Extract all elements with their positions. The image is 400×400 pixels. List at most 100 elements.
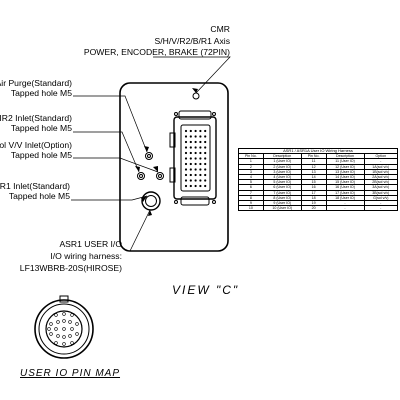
cmr-pin xyxy=(204,162,207,166)
table-cell: - xyxy=(325,205,365,212)
cmr-pin xyxy=(194,151,197,155)
cmr-pin xyxy=(199,135,202,138)
cmr-pin xyxy=(189,151,192,155)
view-label: VIEW "C" xyxy=(172,283,240,297)
air2-inlet-hole xyxy=(137,172,145,180)
cmr-axis-label: S/H/V/R2/B/R1 Axis xyxy=(154,36,230,46)
table-cell: 2B(sol v/v) xyxy=(363,179,399,186)
cmr-pin xyxy=(204,157,207,160)
table-cell: 2A(sol v/v) xyxy=(363,173,399,181)
cmr-pin xyxy=(184,135,188,138)
table-cell: 7 (User IO) xyxy=(262,189,302,196)
table-cell: - xyxy=(363,158,399,165)
cmr-pin xyxy=(199,140,202,144)
cmr-pin xyxy=(189,168,192,171)
sol-vv-inlet-hole xyxy=(156,172,164,180)
table-cell: 1B(sol v/v) xyxy=(363,168,399,176)
cmr-pin xyxy=(204,151,207,155)
asr1-title: ASR1 USER I/O xyxy=(59,239,122,249)
table-cell: 10 (User IO) xyxy=(262,205,302,212)
cmr-pin xyxy=(189,184,192,188)
wiring-harness-table: ASR1 / ASR1A User IO Wiring Harness Pin … xyxy=(238,148,399,212)
table-cell: 9 (User IO) xyxy=(262,200,302,207)
asr1-part-number: LF13WBRB-20S(HIROSE) xyxy=(19,263,122,273)
air1-inlet-label: AIR1 Inlet(Standard) xyxy=(0,181,70,191)
cmr-pin xyxy=(189,140,192,144)
cmr-pin xyxy=(184,129,188,133)
cmr-pin xyxy=(199,184,202,188)
cmr-connector-insert xyxy=(180,124,211,192)
cmr-pin xyxy=(204,173,207,177)
cmr-pin xyxy=(204,179,207,182)
air-purge-label: Air Purge(Standard) xyxy=(0,78,72,88)
asr1-connector xyxy=(141,191,161,211)
header-cell: Option xyxy=(363,153,399,160)
cmr-pin xyxy=(184,184,188,188)
cmr-pin xyxy=(204,140,207,144)
cmr-pin xyxy=(199,162,202,166)
cmr-pin xyxy=(199,173,202,177)
cmr-pin xyxy=(184,140,188,144)
cmr-pin xyxy=(189,135,192,138)
cmr-pin xyxy=(194,162,197,166)
cmr-power-label: POWER, ENCODER, BRAKE (72PIN) xyxy=(83,47,230,57)
cmr-pin xyxy=(204,135,207,138)
cmr-pin xyxy=(194,173,197,177)
cmr-pin xyxy=(194,168,197,171)
table-cell: 1 (User IO) xyxy=(262,158,302,165)
table-cell: 3 (User IO) xyxy=(262,168,302,176)
cmr-pin xyxy=(199,157,202,160)
cmr-pin xyxy=(194,140,197,144)
table-cell: 3B(sol v/v) xyxy=(363,189,399,196)
cmr-pin xyxy=(204,168,207,171)
cmr-pin xyxy=(194,179,197,182)
cmr-pin xyxy=(184,162,188,166)
table-cell: - xyxy=(363,205,399,212)
cmr-pin xyxy=(194,157,197,160)
table-cell: 4 (User IO) xyxy=(262,173,302,181)
table-cell: 5 (User IO) xyxy=(262,179,302,186)
table-title: ASR1 / ASR1A User IO Wiring Harness xyxy=(238,148,398,154)
cmr-pin xyxy=(199,168,202,171)
air2-inlet-label: AIR2 Inlet(Standard) xyxy=(0,113,72,123)
cmr-pin xyxy=(189,162,192,166)
table-cell: 2 (User IO) xyxy=(262,163,302,170)
table-header-row: Pin No. Description Pin No. Description … xyxy=(238,153,399,160)
cmr-pin xyxy=(189,179,192,182)
cmr-pin xyxy=(184,151,188,155)
user-io-connector xyxy=(34,299,94,359)
cmr-pin xyxy=(204,146,207,149)
mounting-plate xyxy=(119,82,229,252)
cmr-pin xyxy=(189,157,192,160)
cmr-pin xyxy=(194,135,197,138)
cmr-pin xyxy=(194,146,197,149)
cmr-pin xyxy=(184,173,188,177)
cmr-pin xyxy=(204,184,207,188)
pin-map-label: USER IO PIN MAP xyxy=(20,368,121,379)
table-cell: - xyxy=(363,200,399,207)
table-cell: 20 xyxy=(300,205,327,212)
cmr-pin xyxy=(199,146,202,149)
cmr-pin xyxy=(199,151,202,155)
table-cell: G(sol v/v) xyxy=(363,194,399,202)
cmr-pin xyxy=(199,129,202,133)
cmr-pin xyxy=(184,168,188,171)
table-cell: 1A(sol v/v) xyxy=(363,163,399,170)
air-purge-sub: Tapped hole M5 xyxy=(10,88,72,98)
cmr-pin xyxy=(194,184,197,188)
table-cell: 10 xyxy=(238,205,264,212)
air2-inlet-sub: Tapped hole M5 xyxy=(10,123,72,133)
cmr-pin xyxy=(189,146,192,149)
air-purge-hole xyxy=(145,152,153,160)
air1-inlet-sub: Tapped hole M5 xyxy=(8,191,70,201)
